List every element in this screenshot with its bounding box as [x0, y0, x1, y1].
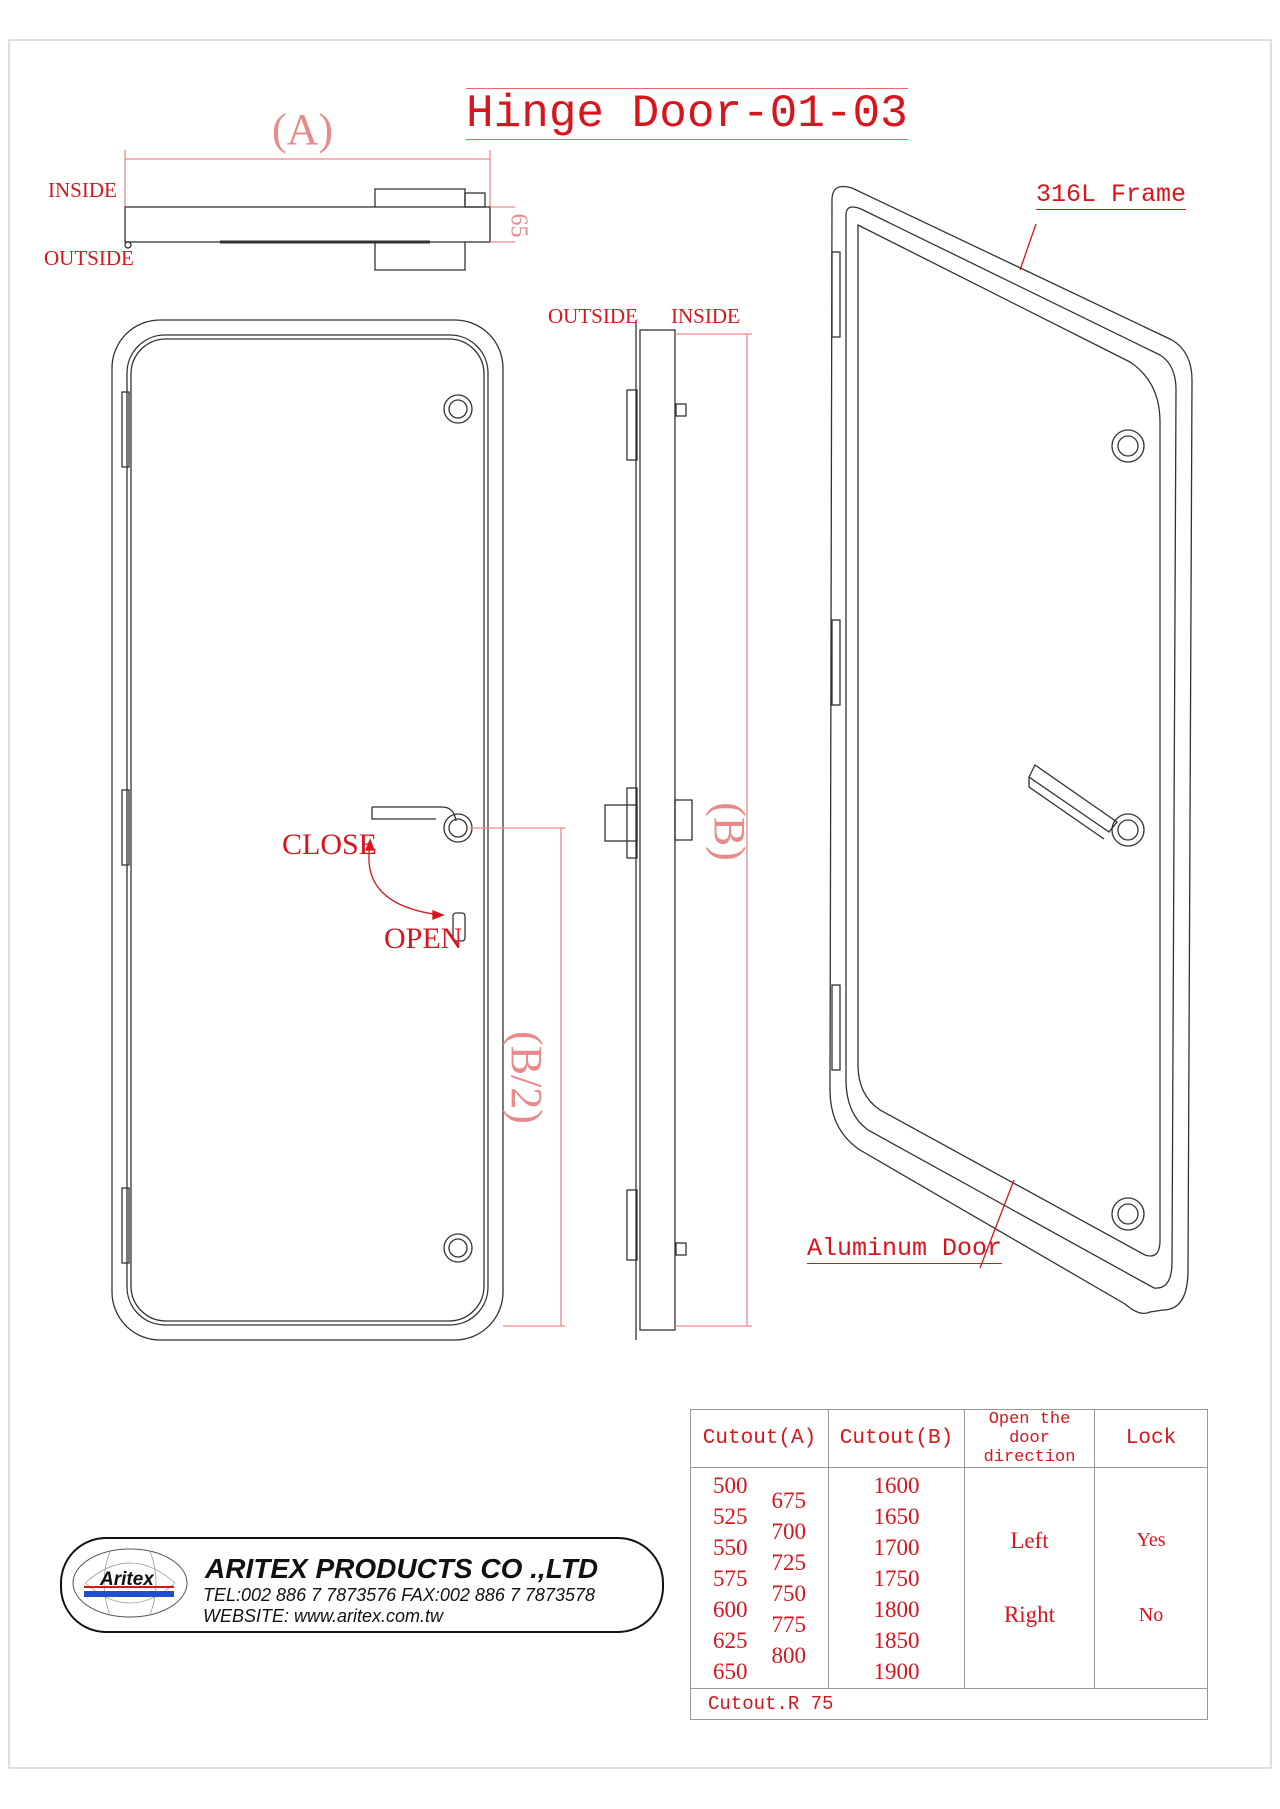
close-label: CLOSE: [282, 828, 378, 861]
side-view: [604, 320, 752, 1340]
direction-cell: Left Right: [964, 1467, 1095, 1689]
dimension-a-label: (A): [272, 105, 334, 154]
lock-yes: Yes: [1136, 1529, 1166, 1551]
page-border: [8, 39, 1272, 1769]
cutout-a-value: 500: [713, 1472, 748, 1498]
perspective-view: [829, 185, 1193, 1315]
header-lock: Lock: [1094, 1409, 1208, 1468]
table-footer: Cutout.R 75: [690, 1688, 1208, 1720]
header-cutout-b: Cutout(B): [828, 1409, 965, 1468]
inside-label: INSIDE: [48, 178, 117, 202]
cutout-a-value: 750: [771, 1580, 807, 1606]
svg-text:Aritex: Aritex: [99, 1569, 155, 1590]
frame-label: 316L Frame: [1036, 180, 1187, 210]
lock-no: No: [1138, 1604, 1164, 1626]
drawing-title: Hinge Door-01-03: [466, 88, 908, 140]
cutout-b-value: 1600: [873, 1472, 920, 1498]
cutout-b-value: 1900: [873, 1658, 920, 1684]
cutout-a-value: 625: [713, 1627, 748, 1653]
cutout-b-value: 1750: [873, 1565, 920, 1591]
header-cutout-a: Cutout(A): [690, 1409, 829, 1468]
outside-label: OUTSIDE: [44, 246, 134, 270]
dimension-b-label: (B): [704, 802, 754, 861]
cutout-a-col1: 500 525 550 575 600 625 650: [713, 1470, 748, 1687]
cutout-a-value: 575: [713, 1565, 748, 1591]
cutout-a-value: 675: [771, 1487, 807, 1513]
company-contact: TEL:002 886 7 7873576 FAX:002 886 7 7873…: [203, 1585, 595, 1605]
specification-table: Cutout(A) Cutout(B) Open the door direct…: [690, 1409, 1208, 1720]
cutout-a-value: 700: [771, 1518, 807, 1544]
front-view: [111, 319, 565, 1341]
side-outside-label: OUTSIDE: [548, 304, 638, 328]
thickness-label: 65: [505, 213, 532, 238]
cutout-a-value: 550: [713, 1534, 748, 1560]
cutout-b-value: 1650: [873, 1503, 920, 1529]
open-label: OPEN: [384, 922, 463, 955]
cutout-a-col2: 675 700 725 750 775 800: [772, 1470, 807, 1687]
cutout-b-value: 1850: [873, 1627, 920, 1653]
company-logo-icon: Aritex: [72, 1548, 188, 1618]
company-name: ARITEX PRODUCTS CO .,LTD: [205, 1553, 599, 1584]
direction-right: Right: [1003, 1602, 1056, 1627]
cutout-b-cell: 1600 1650 1700 1750 1800 1850 1900: [828, 1467, 965, 1689]
cutout-b-value: 1700: [873, 1534, 920, 1560]
company-website: WEBSITE: www.aritex.com.tw: [203, 1606, 444, 1626]
company-banner: Aritex ARITEX PRODUCTS CO .,LTD TEL:002 …: [60, 1537, 664, 1633]
cutout-a-cell: 500 525 550 575 600 625 650 675 700 725 …: [690, 1467, 829, 1689]
cutout-a-value: 600: [713, 1596, 748, 1622]
cutout-a-value: 650: [713, 1658, 748, 1684]
lock-cell: Yes No: [1094, 1467, 1208, 1689]
door-label: Aluminum Door: [807, 1234, 1003, 1264]
direction-left: Left: [1010, 1528, 1049, 1553]
side-inside-label: INSIDE: [671, 304, 740, 328]
header-direction: Open the door direction: [964, 1409, 1095, 1468]
cutout-b-value: 1800: [873, 1596, 920, 1622]
cutout-a-value: 775: [771, 1611, 807, 1637]
cutout-a-value: 800: [771, 1642, 807, 1668]
cutout-a-value: 725: [771, 1549, 807, 1575]
cutout-a-value: 525: [713, 1503, 748, 1529]
top-view: [124, 150, 515, 271]
dimension-half-b-label: (B/2): [501, 1031, 551, 1124]
